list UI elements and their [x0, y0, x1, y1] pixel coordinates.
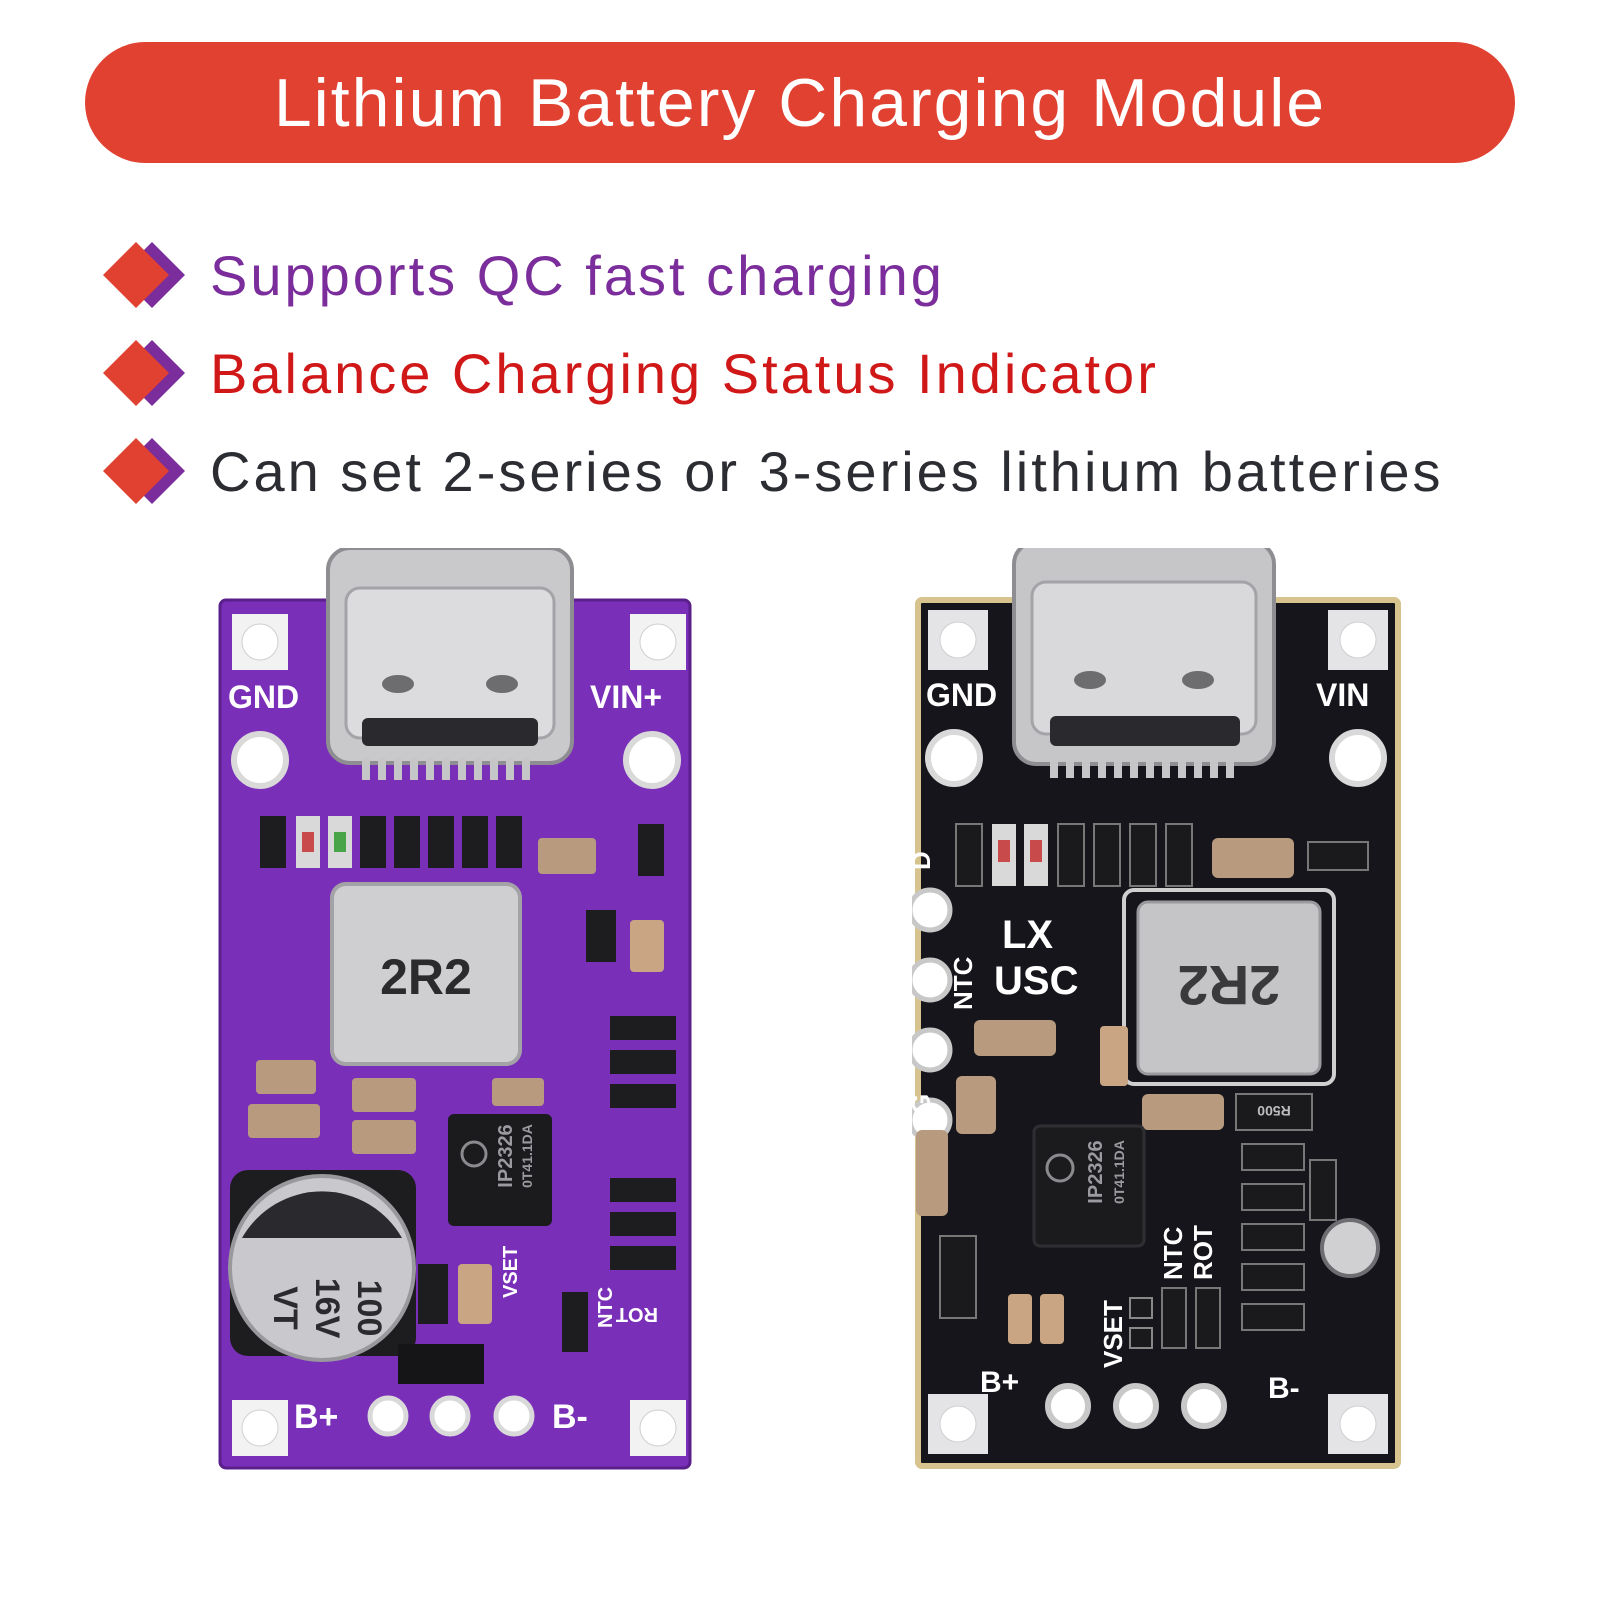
- ntc-side-label: NTC: [948, 956, 978, 1010]
- diamond-bullet-icon: [100, 242, 192, 308]
- usc-label: USC: [994, 959, 1078, 1003]
- chip-marking: IP2326: [1085, 1140, 1107, 1203]
- capacitor-voltage: 16V: [308, 1278, 346, 1339]
- vin-label: VIN: [1316, 677, 1369, 713]
- inductor-marking: 2R2: [1178, 954, 1281, 1017]
- ntc-label: NTC: [595, 1287, 617, 1328]
- inductor-marking: 2R2: [380, 949, 472, 1005]
- feature-item: Supports QC fast charging: [100, 230, 945, 320]
- vset-label: VSET: [1098, 1300, 1128, 1368]
- feature-item: Can set 2-series or 3-series lithium bat…: [100, 426, 1444, 516]
- lx-label: LX: [1002, 913, 1053, 957]
- feature-text: Can set 2-series or 3-series lithium bat…: [210, 439, 1444, 503]
- b-minus-label: B-: [552, 1398, 588, 1436]
- b-minus-label: B-: [1268, 1372, 1300, 1405]
- purple-charging-board: 2R2 IP2326 0T41.1DA 100 16V VT GND: [212, 548, 712, 1476]
- title-banner: Lithium Battery Charging Module: [85, 42, 1515, 163]
- gnd-label: GND: [228, 679, 299, 715]
- feature-text: Supports QC fast charging: [210, 243, 945, 307]
- b-plus-label: B+: [980, 1366, 1019, 1399]
- vset-label: VSET: [500, 1246, 522, 1298]
- b-plus-label: B+: [294, 1398, 338, 1436]
- capacitor-brand: VT: [266, 1286, 304, 1330]
- banner-title: Lithium Battery Charging Module: [273, 64, 1327, 141]
- rot-label: ROT: [1188, 1225, 1218, 1280]
- d-label: D: [912, 851, 936, 870]
- resistor-marking: R500: [1257, 1103, 1291, 1119]
- gnd-label: GND: [926, 677, 997, 713]
- black-charging-board: 2R2 R500 IP2326 0T41.1DA GND VIN LX U: [912, 548, 1424, 1478]
- feature-text: Balance Charging Status Indicator: [210, 341, 1159, 405]
- chip-marking: IP2326: [495, 1124, 517, 1187]
- vin-label: VIN+: [590, 679, 662, 715]
- diamond-bullet-icon: [100, 438, 192, 504]
- chip-marking-lot: 0T41.1DA: [1111, 1140, 1127, 1204]
- feature-item: Balance Charging Status Indicator: [100, 328, 1159, 418]
- chip-marking-lot: 0T41.1DA: [519, 1124, 535, 1188]
- g-label: G: [912, 1094, 936, 1114]
- capacitor-marking: 100: [350, 1280, 388, 1337]
- ntc-label: NTC: [1158, 1226, 1188, 1280]
- diamond-bullet-icon: [100, 340, 192, 406]
- rot-label: ROT: [616, 1303, 658, 1325]
